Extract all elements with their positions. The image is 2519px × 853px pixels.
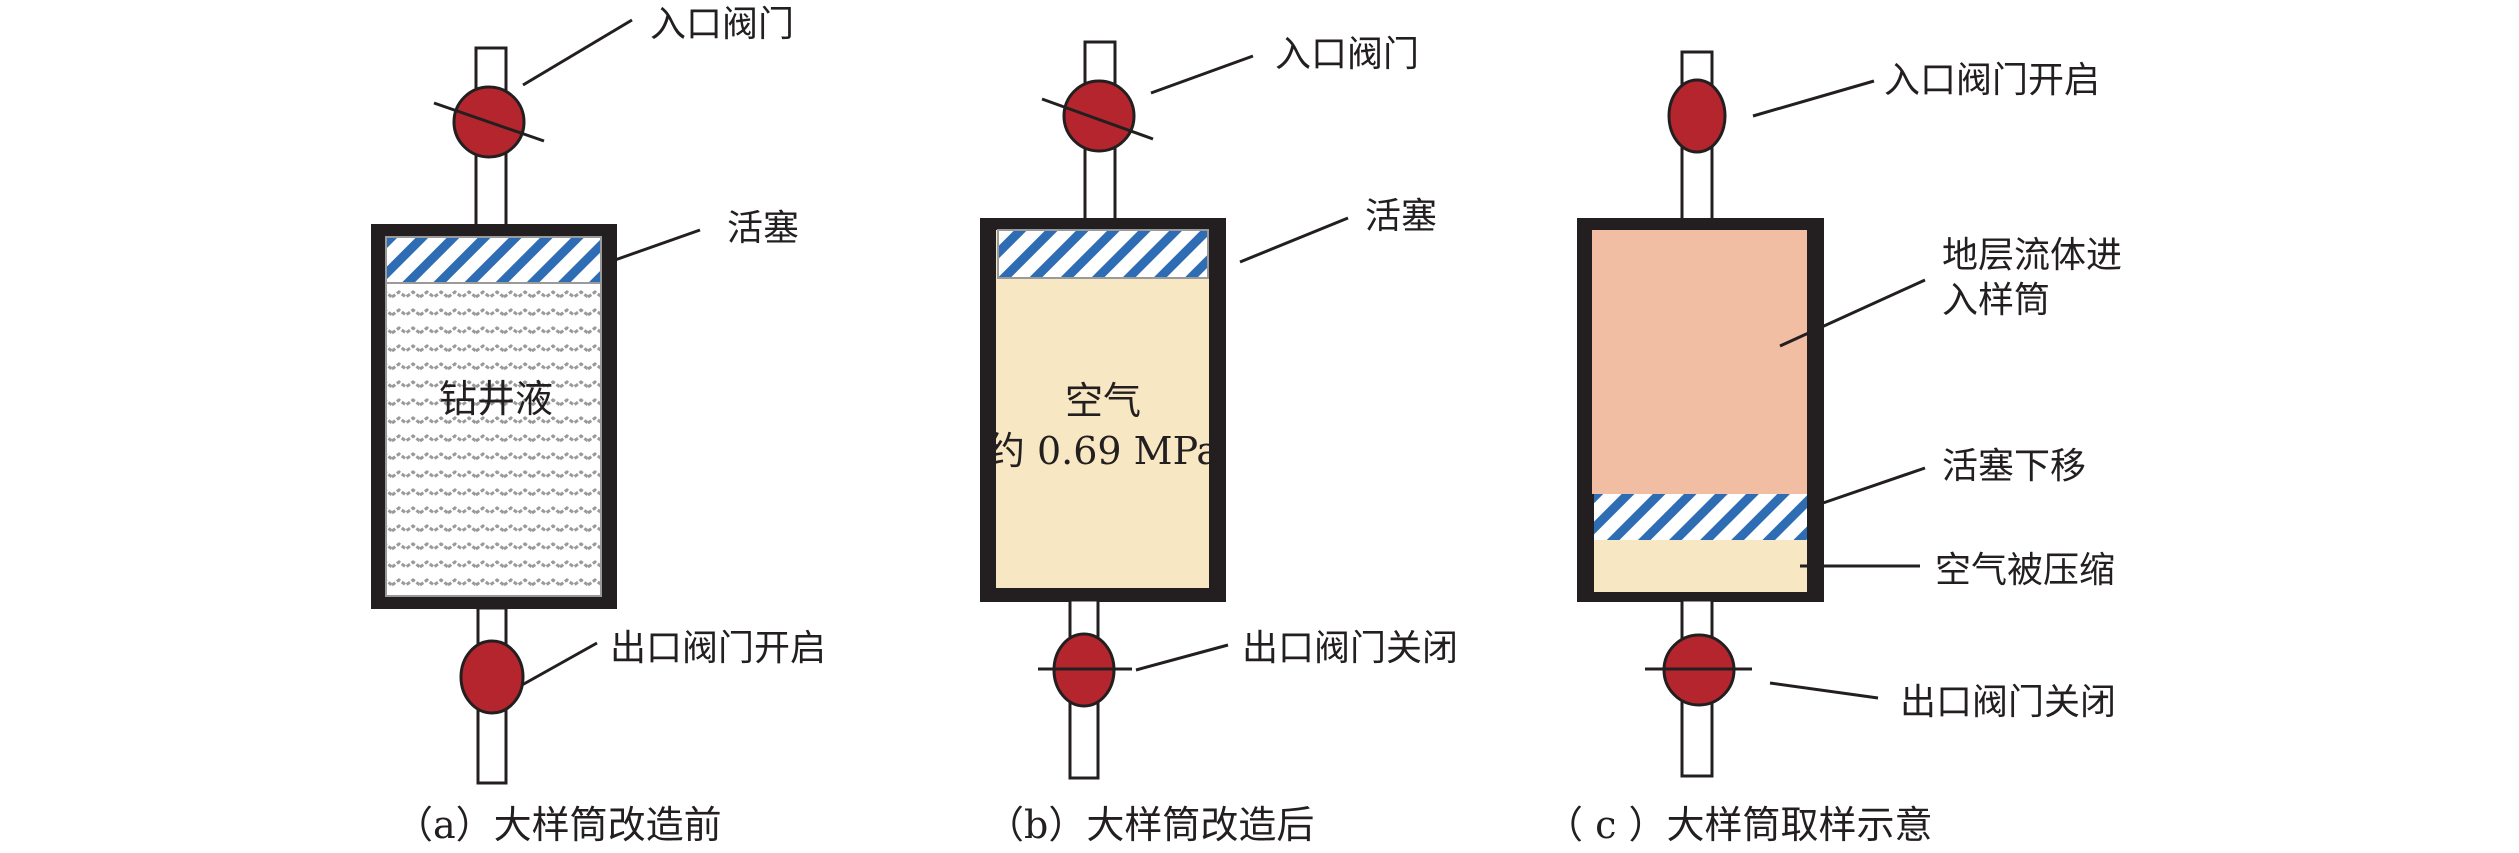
outlet-valve-label: 出口阀门关闭: [1242, 628, 1458, 669]
leader-line: [1769, 681, 1879, 700]
air-pressure-label: 约 0.69 MPa: [987, 429, 1219, 473]
piston: [1594, 494, 1807, 540]
air-label: 空气: [1065, 379, 1141, 423]
leader-line: [1239, 216, 1349, 264]
inlet-valve-label: 入口阀门开启: [1884, 60, 2100, 101]
valve-closed-bar: [433, 101, 545, 143]
piston: [385, 236, 602, 284]
compressed-air-label: 空气被压缩: [1935, 550, 2115, 591]
piston-label: 活塞: [1365, 196, 1437, 237]
panel-b: 入口阀门 活塞 出口阀门关闭 空气 约 0.69 MPa （b）大样筒改造后: [980, 34, 1458, 847]
outlet-valve-label: 出口阀门关闭: [1900, 682, 2116, 723]
panel-c-caption: （ c ）大样筒取样示意: [1545, 803, 1932, 847]
leader-line: [614, 228, 701, 262]
inlet-valve-icon: [1062, 79, 1136, 153]
outlet-valve-icon: [459, 639, 525, 715]
formation-fluid-fill: [1592, 230, 1807, 494]
inlet-valve-label: 入口阀门: [650, 4, 794, 45]
compressed-air-fill: [1594, 540, 1807, 592]
inlet-valve-icon: [1667, 78, 1727, 154]
panel-a-caption: （a）大样筒改造前: [395, 803, 722, 847]
leader-line: [1822, 466, 1926, 505]
piston-label: 活塞下移: [1942, 446, 2086, 487]
panel-a: 入口阀门 活塞 出口阀门开启 钻井液 （a）大样筒改造前: [371, 4, 826, 847]
air-fill: [996, 230, 1209, 588]
leader-line: [1752, 79, 1875, 118]
formation-fluid-label: 地层流体进: [1942, 235, 2122, 276]
leader-line: [1135, 643, 1229, 672]
leader-line: [1150, 54, 1254, 95]
formation-fluid-label-line2: 入样筒: [1942, 280, 2050, 321]
piston: [997, 229, 1209, 279]
outlet-valve-label: 出口阀门开启: [610, 628, 826, 669]
drilling-fluid-label: 钻井液: [439, 377, 553, 421]
valve-closed-bar: [1041, 97, 1154, 141]
leader-line: [521, 641, 598, 687]
piston-label: 活塞: [727, 208, 799, 249]
panel-c: 入口阀门开启 地层流体进 入样筒 活塞下移 空气被压缩 出口阀门关闭 （ c ）…: [1545, 50, 2122, 847]
panel-b-caption: （b）大样筒改造后: [986, 803, 1314, 847]
inlet-valve-label: 入口阀门: [1275, 34, 1419, 75]
leader-line: [1779, 278, 1926, 348]
leader-line: [522, 18, 633, 87]
